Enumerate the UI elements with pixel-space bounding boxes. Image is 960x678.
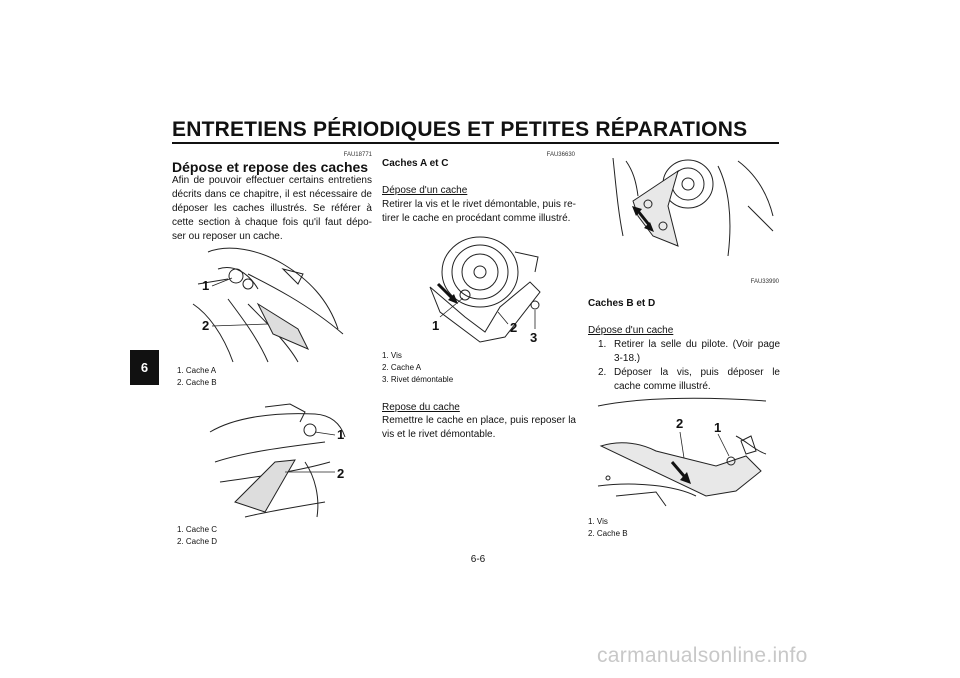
fig5-label-2: 2 xyxy=(676,416,683,431)
section-code: FAU36630 xyxy=(546,152,575,158)
step-text: Retirer la selle du pilote. (Voir page 3… xyxy=(614,339,780,364)
fig3-label-1: 1 xyxy=(432,318,439,333)
install-title: Repose du cache xyxy=(382,402,460,413)
figure-top-right xyxy=(612,157,774,257)
figure-caches-c-d: 1 2 xyxy=(209,403,346,518)
fig1-captions: 1. Cache A 2. Cache B xyxy=(177,365,217,389)
page-title: ENTRETIENS PÉRIODIQUES ET PETITES RÉPARA… xyxy=(172,118,748,141)
header-rule xyxy=(172,142,779,144)
fig5-captions: 1. Vis 2. Cache B xyxy=(588,516,628,540)
caption-item: 2. Cache D xyxy=(177,537,218,546)
watermark: carmanualsonline.info xyxy=(597,644,808,667)
caption-item: 3. Rivet démontable xyxy=(382,375,454,384)
removal-title: Dépose d'un cache xyxy=(588,325,674,336)
intro-paragraph: Afin de pouvoir effectuer certains entre… xyxy=(172,175,372,242)
removal-steps: 1. Retirer la selle du pilote. (Voir pag… xyxy=(598,338,780,394)
caption-item: 1. Vis xyxy=(588,517,608,526)
removal-paragraph: Retirer la vis et le rivet démontable, p… xyxy=(382,199,576,224)
caption-item: 1. Cache C xyxy=(177,525,218,534)
caption-item: 2. Cache A xyxy=(382,363,422,372)
step-number: 1. xyxy=(598,339,607,350)
fig5-label-1: 1 xyxy=(714,420,721,435)
figure-caches-a-c: 1 2 3 xyxy=(429,236,541,345)
fig2-captions: 1. Cache C 2. Cache D xyxy=(177,524,217,548)
fig1-label-1: 1 xyxy=(202,278,209,293)
caption-item: 2. Cache B xyxy=(177,378,217,387)
fig3-label-3: 3 xyxy=(530,330,537,345)
removal-title: Dépose d'un cache xyxy=(382,185,468,196)
figure-cache-b: 2 1 xyxy=(597,397,767,507)
fig3-label-2: 2 xyxy=(510,320,517,335)
fig3-captions: 1. Vis 2. Cache A 3. Rivet démontable xyxy=(382,350,453,386)
figure-caches-a-b: 1 2 xyxy=(192,247,344,363)
caption-item: 1. Vis xyxy=(382,351,402,360)
fig1-label-2: 2 xyxy=(202,318,209,333)
chapter-tab: 6 xyxy=(130,350,159,385)
page-number: 6-6 xyxy=(470,554,486,565)
list-item: 1. Retirer la selle du pilote. (Voir pag… xyxy=(598,338,780,366)
section-heading: Dépose et repose des caches xyxy=(172,159,369,175)
list-item: 2. Déposer la vis, puis déposer le cache… xyxy=(598,366,780,394)
section-code: FAU33990 xyxy=(750,279,779,285)
caption-item: 1. Cache A xyxy=(177,366,217,375)
fig2-label-2: 2 xyxy=(337,466,344,481)
fig2-label-1: 1 xyxy=(337,427,344,442)
caption-item: 2. Cache B xyxy=(588,529,628,538)
step-number: 2. xyxy=(598,367,607,378)
step-text: Déposer la vis, puis déposer le cache co… xyxy=(614,367,780,392)
section-heading: Caches B et D xyxy=(588,298,656,309)
section-heading: Caches A et C xyxy=(382,158,449,169)
section-code: FAU18771 xyxy=(343,152,372,158)
install-paragraph: Remettre le cache en place, puis reposer… xyxy=(382,415,576,440)
